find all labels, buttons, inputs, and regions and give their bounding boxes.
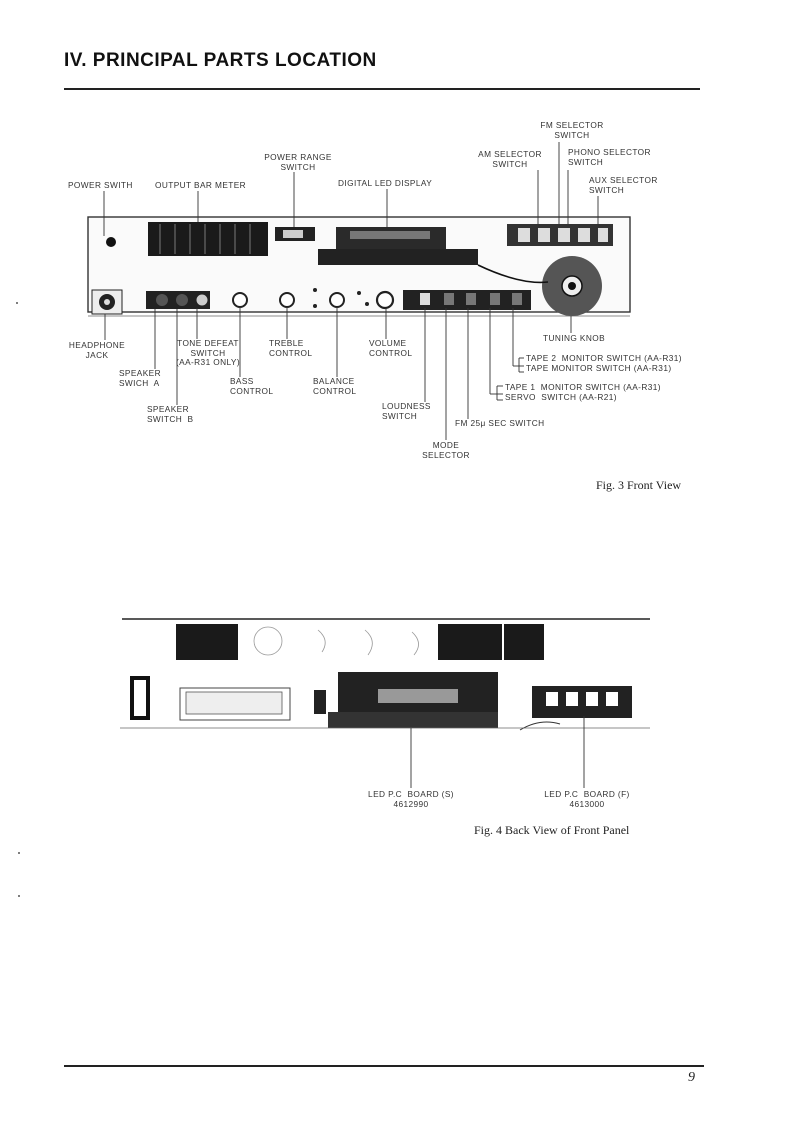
back-window-3 (504, 624, 544, 660)
page-number: 9 (688, 1070, 695, 1086)
footer-rule (64, 1065, 704, 1067)
margin-mark (18, 895, 20, 897)
margin-mark (18, 852, 20, 854)
margin-mark (16, 302, 18, 304)
back-terminal-strip (186, 692, 282, 714)
fig4-caption: Fig. 4 Back View of Front Panel (474, 823, 629, 838)
back-window-2 (438, 624, 502, 660)
back-bar-meter-window (176, 624, 238, 660)
label-led-board-s: LED P.C BOARD (S) 4612990 (368, 790, 454, 809)
label-led-board-f: LED P.C BOARD (F) 4613000 (544, 790, 629, 809)
back-power-switch (132, 678, 148, 718)
